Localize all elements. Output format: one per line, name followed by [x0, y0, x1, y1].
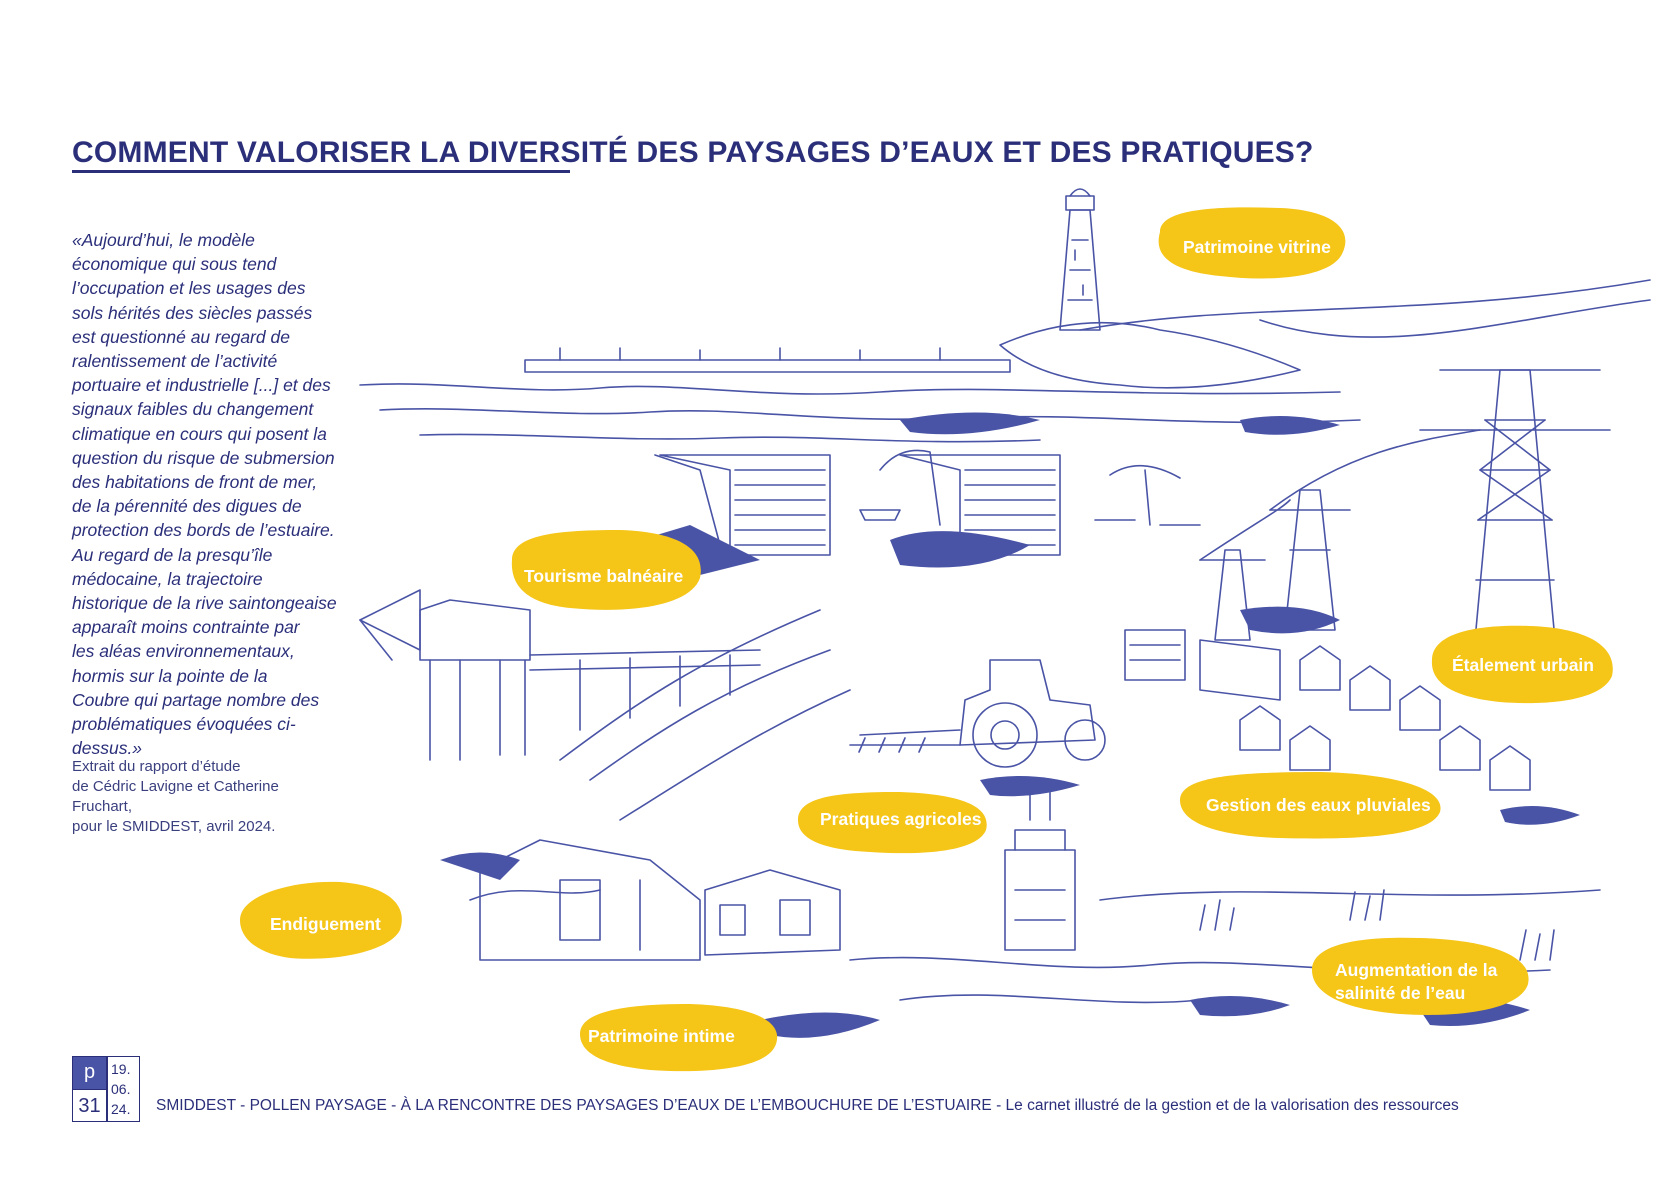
date-month: 06.	[111, 1081, 131, 1097]
quote-line: l’occupation et les usages des	[72, 278, 306, 299]
quote-line: de la pérennité des digues de	[72, 496, 302, 517]
quote-source: Extrait du rapport d’étude de Cédric Lav…	[72, 757, 352, 837]
quote-line: Au regard de la presqu’île	[72, 544, 273, 565]
quote-text: «Aujourd’hui, le modèle économique qui s…	[72, 228, 362, 760]
cabins-sketch	[469, 839, 841, 961]
source-line: pour le SMIDDEST, avril 2024.	[72, 818, 276, 835]
quote-line: médocaine, la trajectoire	[72, 568, 263, 589]
blob-patrimoine-vitrine	[1158, 207, 1346, 279]
quote-line: dessus.»	[72, 738, 143, 759]
date-stack: 19. 06. 24.	[111, 1059, 130, 1119]
blob-gestion-eaux-pluviales	[1180, 772, 1441, 839]
title-underline	[72, 170, 570, 173]
quote-line: climatique en cours qui posent la	[72, 423, 327, 444]
tractor-sketch	[849, 659, 1106, 768]
blob-augmentation-salinite	[1312, 937, 1529, 1015]
dike-sketch	[559, 609, 851, 821]
coastline-sketch	[359, 347, 1361, 443]
label-augmentation-salinite-line1: Augmentation de la	[1335, 960, 1498, 980]
page-number: 31	[73, 1089, 106, 1121]
quote-line: «Aujourd’hui, le modèle	[72, 230, 255, 250]
beach-huts-sketch	[654, 449, 1201, 556]
label-patrimoine-vitrine: Patrimoine vitrine	[1183, 237, 1331, 257]
quote-line: signaux faibles du changement	[72, 399, 314, 420]
source-line: de Cédric Lavigne et Catherine	[72, 778, 279, 795]
label-patrimoine-intime: Patrimoine intime	[588, 1026, 735, 1046]
power-pylons-sketch	[1079, 279, 1651, 641]
quote-line: question du risque de submersion	[72, 447, 335, 468]
label-etalement-urbain: Étalement urbain	[1452, 655, 1594, 675]
blob-endiguement	[240, 881, 402, 959]
quote-line: protection des bords de l’estuaire.	[72, 520, 335, 541]
quote-line: portuaire et industrielle [...] et des	[72, 375, 331, 396]
label-endiguement: Endiguement	[270, 914, 381, 934]
blob-tourisme-balneaire	[511, 530, 701, 610]
quote-line: sols hérités des siècles passés	[72, 302, 313, 323]
quote-line: historique de la rive saintongeaise	[72, 593, 337, 614]
page-letter: p	[73, 1057, 106, 1089]
label-augmentation-salinite-line2: salinité de l’eau	[1335, 983, 1466, 1003]
date-day: 19.	[111, 1061, 131, 1077]
quote-line: ralentissement de l’activité	[72, 351, 278, 372]
urban-sprawl-sketch	[1124, 629, 1531, 791]
blob-pratiques-agricoles	[798, 792, 987, 854]
page-number-box: p 31 19. 06. 24.	[72, 1056, 140, 1122]
sluice-gate-sketch	[1004, 789, 1076, 951]
quote-line: problématiques évoquées ci-	[72, 714, 296, 735]
source-line: Fruchart,	[72, 798, 133, 815]
quote-line: des habitations de front de mer,	[72, 472, 318, 493]
blob-etalement-urbain	[1431, 625, 1613, 704]
footer-text: SMIDDEST - POLLEN PAYSAGE - À LA RENCONT…	[156, 1097, 1459, 1114]
fishing-hut-sketch	[359, 589, 761, 761]
label-gestion-eaux-pluviales: Gestion des eaux pluviales	[1206, 795, 1431, 815]
label-tourisme-balneaire: Tourisme balnéaire	[524, 566, 684, 586]
source-line: Extrait du rapport d’étude	[72, 758, 241, 775]
quote-line: apparaît moins contrainte par	[72, 617, 300, 638]
blob-patrimoine-intime	[580, 1004, 778, 1072]
quote-line: économique qui sous tend	[72, 254, 277, 275]
date-year: 24.	[111, 1101, 131, 1117]
lighthouse-sketch	[999, 188, 1301, 389]
page-title: COMMENT VALORISER LA DIVERSITÉ DES PAYSA…	[72, 136, 1314, 169]
quote-line: est questionné au regard de	[72, 326, 290, 347]
quote-line: les aléas environnementaux,	[72, 641, 295, 662]
quote-line: hormis sur la pointe de la	[72, 665, 268, 686]
quote-line: Coubre qui partage nombre des	[72, 689, 320, 710]
label-pratiques-agricoles: Pratiques agricoles	[820, 809, 982, 829]
page-box-divider	[106, 1057, 108, 1121]
